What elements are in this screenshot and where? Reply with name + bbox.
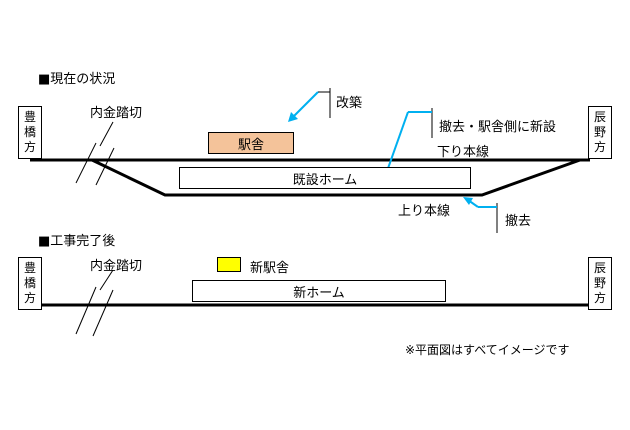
renovate-arrowhead: [288, 112, 298, 122]
renovate-arrow: [291, 91, 319, 119]
existing-platform-label: 既設ホーム: [292, 172, 358, 188]
crossing-mark-current-1: [75, 142, 97, 184]
right-dir-char: 方: [593, 140, 606, 154]
down-line-label: 下り本線: [437, 145, 490, 160]
right-dir-char: 辰: [593, 110, 606, 124]
existing-platform: 既設ホーム: [179, 167, 471, 189]
relocate-arrow: [385, 111, 409, 175]
crossing-label-after: 内金踏切: [90, 259, 143, 274]
crossing-mark-after-2: [92, 289, 114, 337]
new-platform-label: 新ホーム: [293, 285, 345, 301]
crossing-leader-current: [99, 121, 114, 147]
remove-note: 撤去: [505, 214, 532, 229]
after-section-title: ■工事完了後: [38, 234, 116, 249]
left-dir-char: 豊: [23, 110, 36, 124]
left-dir-char: 橋: [23, 276, 36, 290]
left-dir-char: 豊: [23, 261, 36, 275]
right-direction-box-current: 辰 野 方: [588, 106, 612, 159]
new-station-swatch: [217, 257, 241, 272]
remove-arrowhead: [463, 197, 473, 205]
left-dir-char: 橋: [23, 125, 36, 139]
new-station-label: 新駅舎: [250, 261, 290, 276]
right-dir-char: 野: [593, 276, 606, 290]
old-station-label: 駅舎: [237, 137, 264, 153]
old-station-building: 駅舎: [208, 132, 294, 154]
new-platform: 新ホーム: [192, 280, 446, 302]
renovate-bracket: [318, 91, 331, 117]
left-direction-box-current: 豊 橋 方: [18, 106, 42, 159]
crossing-mark-after-1: [75, 286, 97, 335]
crossing-mark-current-2: [95, 147, 115, 186]
left-dir-char: 方: [23, 140, 36, 154]
left-dir-char: 方: [23, 291, 36, 305]
footnote: ※平面図はすべてイメージです: [405, 343, 570, 357]
left-direction-box-after: 豊 橋 方: [18, 257, 42, 310]
right-direction-box-after: 辰 野 方: [588, 257, 612, 310]
crossing-leader-after: [99, 269, 114, 291]
up-line-label: 上り本線: [398, 204, 451, 219]
right-dir-char: 野: [593, 125, 606, 139]
right-dir-char: 方: [593, 291, 606, 305]
crossing-label-current: 内金踏切: [90, 106, 143, 121]
current-section-title: ■現在の状況: [38, 72, 116, 87]
renovate-note: 改築: [336, 96, 363, 111]
right-dir-char: 辰: [593, 261, 606, 275]
relocate-note: 撤去・駅舎側に新設: [439, 120, 557, 135]
up-main-track: [91, 158, 581, 197]
